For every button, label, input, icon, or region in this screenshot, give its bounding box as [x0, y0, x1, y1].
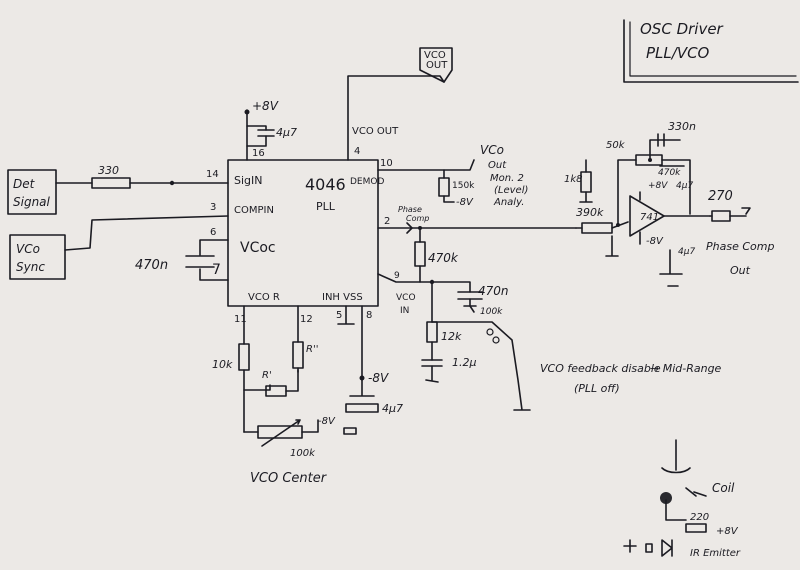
- pin-vcoout: VCO OUT: [352, 126, 399, 137]
- label-components-r470k: 470k: [428, 251, 459, 265]
- label-components-plus8v_b: +8V: [716, 526, 739, 537]
- label-components-ir_emitter: IR Emitter: [690, 548, 741, 559]
- plus8v-top: +8V: [252, 99, 279, 113]
- label-components-r10k: 10k: [212, 358, 233, 371]
- label-components-vco_feedback_note-1: → Mid-Range: [650, 362, 722, 375]
- c470n-label: 470n: [135, 258, 168, 273]
- title-block: OSC Driver PLL/VCO: [623, 19, 799, 83]
- pin-vcoc: VCoc: [240, 240, 276, 256]
- label-ic-pin_numbers-p3: 3: [210, 202, 216, 213]
- label-components-r220: 220: [690, 512, 709, 523]
- label-components-vco_demod_note-2: Mon. 2: [490, 173, 524, 184]
- vco-label: VCo: [16, 242, 40, 256]
- ic-type: PLL: [316, 200, 336, 213]
- label-ic-pin_numbers-p9: 9: [394, 271, 400, 281]
- det-label: Det: [13, 177, 36, 191]
- label-ic-pin_numbers-p8: 8: [366, 310, 372, 321]
- resistor-270: [711, 210, 731, 222]
- vco-sync-input: VCo Sync: [9, 234, 66, 280]
- label-components-opamp_supply_neg: -8V: [646, 236, 664, 247]
- potentiometer-100k: [257, 425, 303, 439]
- label-components-minus8v: -8V: [368, 371, 389, 385]
- signal-label: Signal: [13, 195, 51, 209]
- label-components-vco_demod_note-1: Out: [488, 160, 507, 171]
- label-components-r150k: 150k: [452, 181, 475, 191]
- label-components-vco_feedback_note-0: VCO feedback disable: [540, 362, 661, 375]
- title-line-1: OSC Driver: [640, 20, 724, 38]
- label-ic-pin_numbers-p6: 6: [210, 227, 216, 238]
- opamp-741: 741: [629, 195, 665, 237]
- label-components-minus8v: -8V: [318, 416, 336, 427]
- label-ic-pin_numbers-p7: 7: [212, 262, 221, 278]
- label-components-r1: R': [262, 370, 272, 381]
- resistor-220: [685, 523, 707, 533]
- c4u7-top-label: 4µ7: [276, 126, 297, 139]
- pin-vcoin-1: VCO: [396, 293, 416, 303]
- label-components-opamp: 741: [640, 212, 659, 223]
- pin-demod: DEMOD: [350, 177, 384, 187]
- label-components-opamp_cap: 4µ7: [676, 181, 693, 191]
- label-components-r50k: 50k: [606, 140, 626, 151]
- pin-sigin: SigIN: [234, 174, 263, 187]
- ic-4046: 4046 PLL SigIN COMPIN VCoc DEMOD VCO R I…: [227, 159, 416, 316]
- label-ic-pin_numbers-p12: 12: [300, 314, 313, 325]
- label-components-vco_demod_note-0: VCo: [480, 143, 504, 157]
- pin-vcor: VCO R: [248, 292, 280, 303]
- label-ic-pin_numbers-p10: 10: [380, 158, 393, 169]
- label-components-r1k8: 1k8: [564, 174, 583, 185]
- label-ic-pin_numbers-p11: 11: [234, 314, 247, 325]
- label-ic-pin_numbers-p4: 4: [354, 146, 360, 157]
- det-signal-input: Det Signal: [7, 169, 57, 215]
- label-components-r390k: 390k: [576, 206, 604, 219]
- title-line-2: PLL/VCO: [646, 44, 710, 62]
- resistor-r1: [265, 385, 287, 397]
- label-ic-pin_numbers-p5: 5: [336, 310, 342, 321]
- resistor-r11: [292, 341, 304, 369]
- label-components-vco_demod_note-4: Analy.: [493, 197, 524, 208]
- label-components-opamp_supply_pos: +8V: [648, 181, 668, 191]
- label-components-r100k_b: 100k: [480, 307, 503, 317]
- label-output_box-1: OUT: [426, 60, 448, 71]
- label-components-coil: Coil: [712, 481, 735, 495]
- label-components-phase_comp_out-1: Out: [730, 264, 751, 277]
- resistor-330: [91, 177, 131, 189]
- sync-label: Sync: [16, 260, 45, 274]
- resistor-390k: [581, 222, 613, 234]
- resistor-150k: [438, 177, 450, 197]
- label-components-r100k: 100k: [290, 448, 316, 459]
- label-components-c330n: 330n: [668, 120, 696, 133]
- label-components-minus8v: -8V: [456, 197, 474, 208]
- vco-out-box: VCO OUT: [419, 47, 453, 83]
- label-components-opamp_cap2: 4µ7: [678, 247, 695, 257]
- label-components-c1u2: 1.2µ: [452, 356, 477, 369]
- pin-compin: COMPIN: [234, 205, 274, 216]
- label-components-c4u7_bottom: 4µ7: [382, 402, 403, 415]
- label-components-r11: R'': [306, 344, 318, 355]
- ic-name: 4046: [305, 175, 346, 194]
- resistor-10k: [238, 343, 250, 371]
- label-components-r12k: 12k: [441, 330, 462, 343]
- label-components-vco_demod_note-3: (Level): [494, 185, 528, 196]
- label-components-phase_comp_out-0: Phase Comp: [706, 240, 774, 253]
- label-components-r470k_b: 470k: [658, 168, 681, 178]
- label-components-phase_comp-0: Phase: [398, 205, 422, 214]
- label-components-vco_feedback_note-2: (PLL off): [574, 382, 620, 395]
- label-ic-pin_numbers-p2: 2: [384, 216, 390, 227]
- pin-vcoin-2: IN: [400, 306, 409, 316]
- label-components-phase_comp-1: Comp: [406, 214, 429, 223]
- label-components-c470n_b: 470n: [478, 284, 509, 298]
- label-output_box-0: VCO: [424, 50, 446, 61]
- label-components-r270: 270: [708, 189, 733, 204]
- label-ic-pin_numbers-p14: 14: [206, 169, 219, 180]
- resistor-12k: [426, 321, 438, 343]
- vco-center-label: VCO Center: [250, 471, 328, 486]
- pin-inhvss: INH VSS: [322, 292, 363, 303]
- r330-label: 330: [98, 164, 119, 177]
- label-ic-pin_numbers-p16: 16: [252, 148, 265, 159]
- resistor-470k: [414, 241, 426, 267]
